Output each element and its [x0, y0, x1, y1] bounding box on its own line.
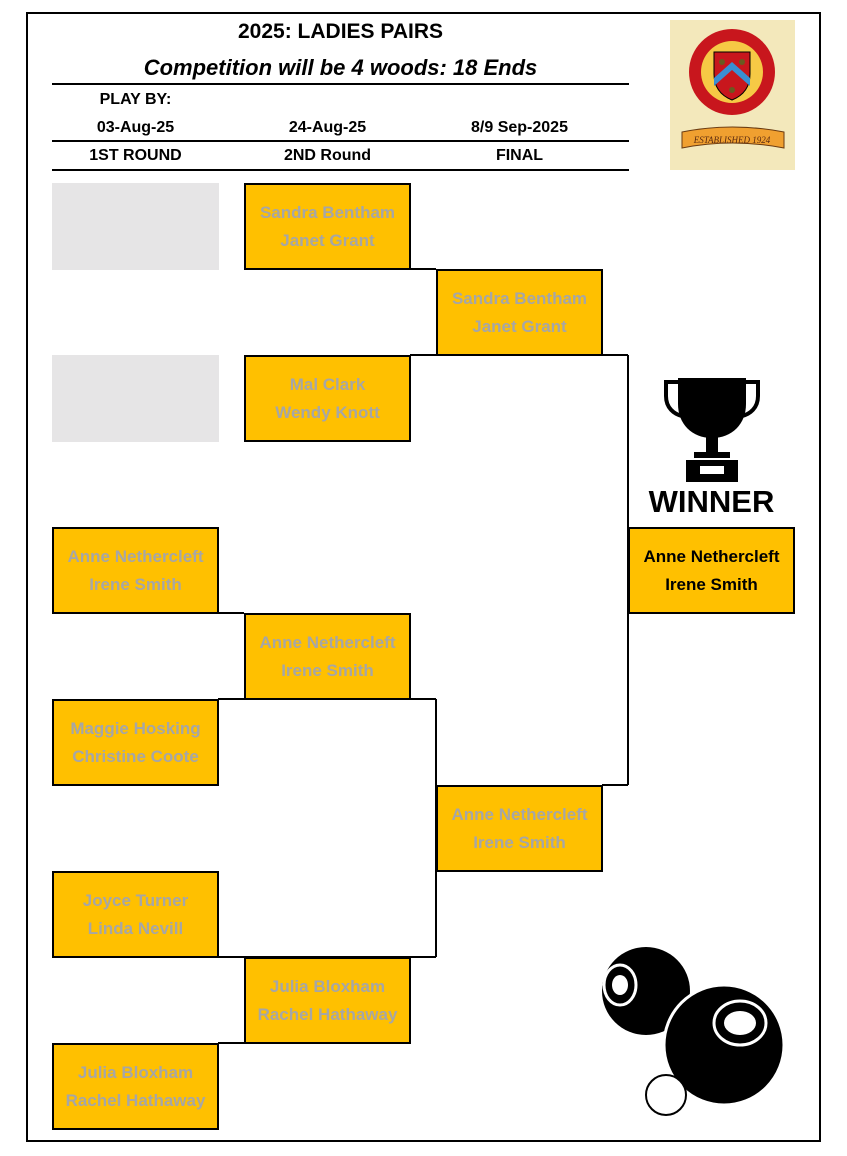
divider	[52, 169, 629, 171]
player-name: Irene Smith	[665, 574, 758, 594]
page-title: 2025: LADIES PAIRS	[237, 20, 443, 43]
trophy-icon	[664, 378, 760, 482]
player-name: Linda Nevill	[87, 918, 184, 938]
final-label: FINAL	[495, 147, 544, 164]
player-name: Rachel Hathaway	[65, 1090, 206, 1110]
player-name: Anne Nethercleft	[67, 546, 204, 566]
play-by-label: PLAY BY:	[99, 91, 172, 108]
round2-date: 24-Aug-25	[288, 119, 367, 136]
player-name: Sandra Bentham	[451, 288, 588, 308]
player-name: Irene Smith	[281, 660, 374, 680]
player-name: Christine Coote	[72, 746, 199, 766]
round2-label: 2ND Round	[283, 147, 372, 164]
divider	[52, 83, 629, 85]
divider	[52, 140, 629, 142]
winner-label: WINNER	[648, 484, 775, 519]
page-frame	[26, 12, 821, 1142]
player-name: Irene Smith	[89, 574, 182, 594]
round1-date: 03-Aug-25	[96, 119, 175, 136]
player-name: Irene Smith	[473, 832, 566, 852]
player-name: Joyce Turner	[82, 890, 189, 910]
final-date: 8/9 Sep-2025	[471, 119, 568, 136]
player-name: Janet Grant	[472, 316, 567, 336]
player-name: Mal Clark	[289, 374, 366, 394]
player-name: Sandra Bentham	[259, 202, 396, 222]
player-name: Anne Nethercleft	[259, 632, 396, 652]
player-name: Anne Nethercleft	[451, 804, 588, 824]
bowls-icon	[602, 947, 786, 1116]
svg-text:ESTABLISHED 1924: ESTABLISHED 1924	[693, 135, 771, 145]
player-name: Wendy Knott	[275, 402, 380, 422]
player-name: Julia Bloxham	[77, 1062, 194, 1082]
club-logo: ESTABLISHED 1924	[670, 20, 795, 170]
subtitle: Competition will be 4 woods: 18 Ends	[143, 55, 538, 80]
player-name: Julia Bloxham	[269, 976, 386, 996]
player-name: Janet Grant	[280, 230, 375, 250]
player-name: Anne Nethercleft	[643, 546, 780, 566]
player-name: Rachel Hathaway	[257, 1004, 398, 1024]
player-name: Maggie Hosking	[70, 718, 201, 738]
round1-empty-slot	[52, 355, 219, 442]
round1-empty-slot	[52, 183, 219, 270]
round1-label: 1ST ROUND	[89, 147, 182, 164]
